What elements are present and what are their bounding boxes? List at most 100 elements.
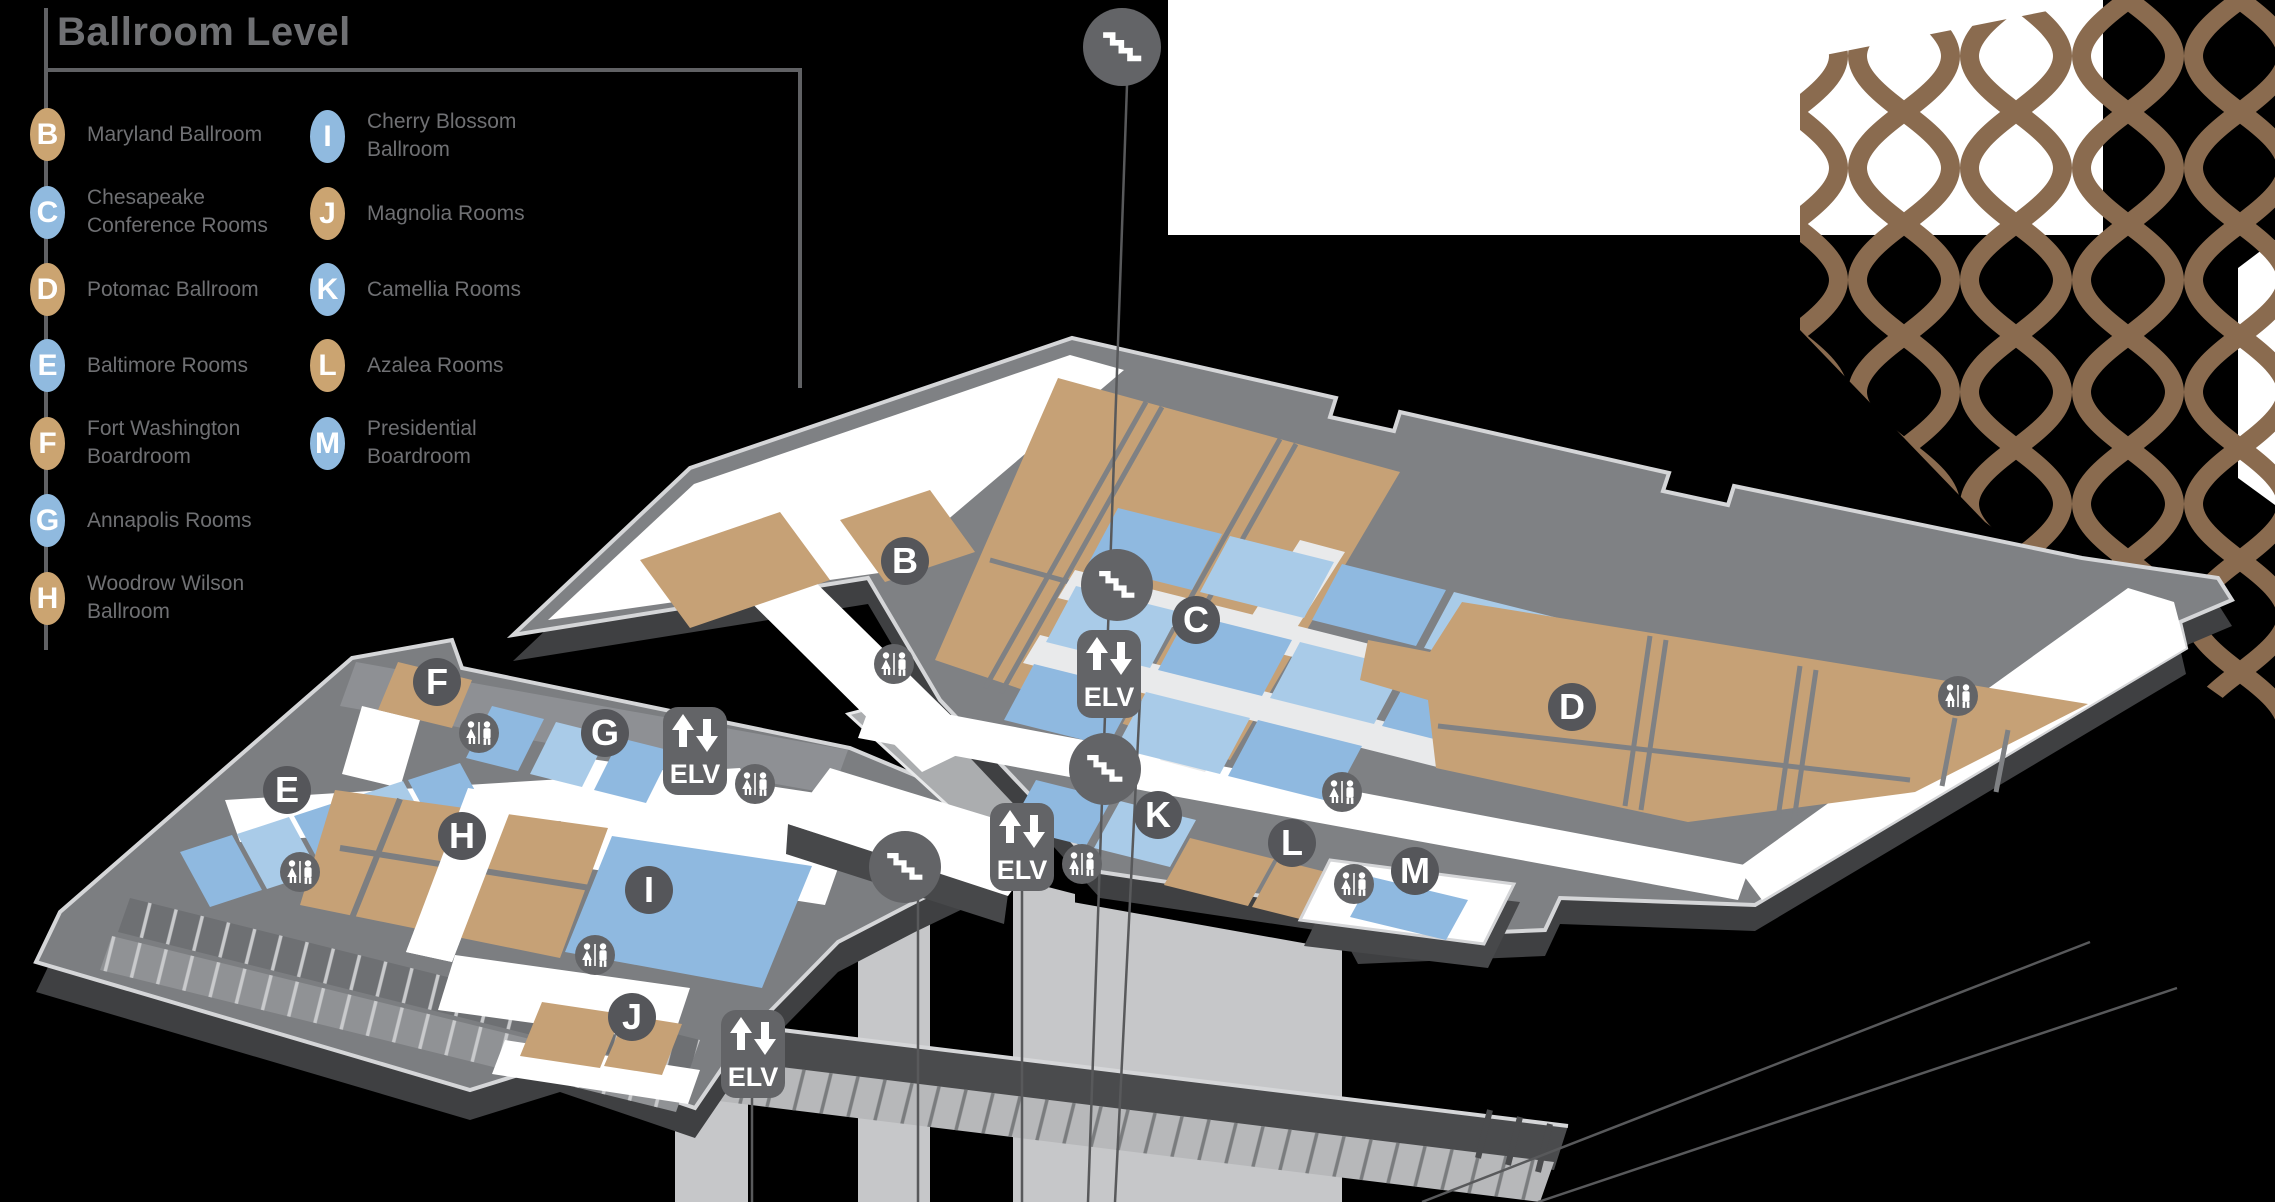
stairs-icon [1069, 733, 1141, 805]
elevator-label: ELV [1084, 682, 1135, 712]
support-columns [675, 878, 1342, 1202]
restroom-glyph [1069, 852, 1094, 876]
stairs-icon [869, 831, 941, 903]
elevator-arrows-icon: ELV [670, 714, 721, 789]
legend-badge-E: E [30, 339, 65, 392]
restroom-men-women-icon [1334, 864, 1374, 904]
legend-item-label: Magnolia Rooms [367, 201, 525, 225]
legend-frame-top [44, 68, 802, 72]
man-icon [1086, 852, 1094, 876]
room-marker-E: E [263, 766, 311, 814]
elevator-up-down-icon: ELV [663, 707, 727, 795]
legend-item-J: J Magnolia Rooms [310, 187, 590, 240]
legend-badge-J: J [310, 187, 345, 240]
woman-icon [582, 943, 592, 966]
elevator-up-down-icon: ELV [1077, 630, 1141, 718]
elevator-arrows-icon: ELV [1084, 637, 1135, 712]
legend-item-K: K Camellia Rooms [310, 263, 590, 316]
legend-item-L: L Azalea Rooms [310, 339, 590, 392]
restroom-glyph [1341, 872, 1366, 896]
legend-item-label: Baltimore Rooms [87, 353, 249, 377]
room-marker-F: F [413, 658, 461, 706]
elevator-up-down-icon: ELV [721, 1010, 785, 1098]
restroom-glyph [582, 943, 607, 967]
room-I-area [565, 836, 812, 988]
room-marker-C: C [1172, 596, 1220, 644]
elevator-label: ELV [670, 759, 721, 789]
restroom-glyph [742, 772, 767, 796]
legend-item-label: Presidential Boardroom [367, 417, 477, 468]
escalator-ramp-southeast [678, 1018, 1569, 1202]
stairs-icon [1083, 8, 1161, 86]
restroom-men-women-icon [874, 644, 914, 684]
legend-item-label: Fort Washington Boardroom [87, 417, 241, 468]
legend-frame-right [798, 68, 802, 388]
woman-icon [287, 860, 297, 883]
legend-item-label: Azalea Rooms [367, 353, 504, 377]
man-icon [483, 721, 491, 745]
legend-badge-K: K [310, 263, 345, 316]
room-marker-H: H [438, 812, 486, 860]
restroom-glyph [466, 721, 491, 745]
legend-badge-I: I [310, 109, 345, 163]
restroom-men-women-icon [735, 764, 775, 804]
legend-item-B: B Maryland Ballroom [30, 108, 295, 161]
legend-badge-D: D [30, 263, 65, 316]
woman-icon [466, 721, 476, 744]
legend-badge-H: H [30, 571, 65, 625]
woman-icon [1069, 852, 1079, 875]
room-marker-J: J [608, 993, 656, 1041]
upper-wing [506, 335, 2235, 968]
legend-badge-L: L [310, 339, 345, 392]
stairs-glyph [887, 853, 923, 880]
legend-item-label: Woodrow Wilson Ballroom [87, 572, 245, 623]
legend-badge-B: B [30, 108, 65, 161]
woman-icon [1329, 780, 1339, 803]
legend-item-I: I Cherry Blossom Ballroom [310, 108, 590, 164]
room-marker-I: I [625, 866, 673, 914]
man-icon [1962, 684, 1970, 708]
restroom-glyph [287, 860, 312, 884]
legend-item-label: Chesapeake Conference Rooms [87, 186, 268, 237]
legend-item-F: F Fort Washington Boardroom [30, 415, 295, 471]
legend-item-label: Maryland Ballroom [87, 122, 263, 146]
legend-item-label: Camellia Rooms [367, 277, 522, 301]
page-title: Ballroom Level [57, 10, 351, 54]
restroom-men-women-icon [1938, 676, 1978, 716]
man-icon [1358, 872, 1366, 896]
room-H-area [300, 788, 608, 962]
legend-item-H: H Woodrow Wilson Ballroom [30, 570, 295, 626]
restroom-men-women-icon [280, 852, 320, 892]
legend-frame-left [44, 8, 48, 650]
woman-icon [1341, 872, 1351, 895]
man-icon [898, 652, 906, 676]
elevator-label: ELV [997, 855, 1048, 885]
elevator-label: ELV [728, 1062, 779, 1092]
room-marker-G: G [581, 709, 629, 757]
legend-badge-F: F [30, 416, 65, 470]
lattice-pattern [1800, 0, 2275, 735]
stairs-icon [1081, 549, 1153, 621]
elevator-arrows-icon: ELV [997, 810, 1048, 885]
room-D-area [1360, 602, 2088, 822]
man-icon [599, 943, 607, 967]
room-marker-D: D [1548, 683, 1596, 731]
legend-item-label: Cherry Blossom Ballroom [367, 110, 517, 161]
stairs-glyph [1102, 32, 1142, 62]
legend-item-E: E Baltimore Rooms [30, 339, 295, 392]
restroom-glyph [1945, 684, 1970, 708]
woman-icon [742, 772, 752, 795]
restroom-men-women-icon [575, 935, 615, 975]
restroom-men-women-icon [459, 713, 499, 753]
man-icon [759, 772, 767, 796]
room-marker-K: K [1134, 791, 1182, 839]
restroom-men-women-icon [1062, 844, 1102, 884]
legend-badge-G: G [30, 494, 65, 547]
